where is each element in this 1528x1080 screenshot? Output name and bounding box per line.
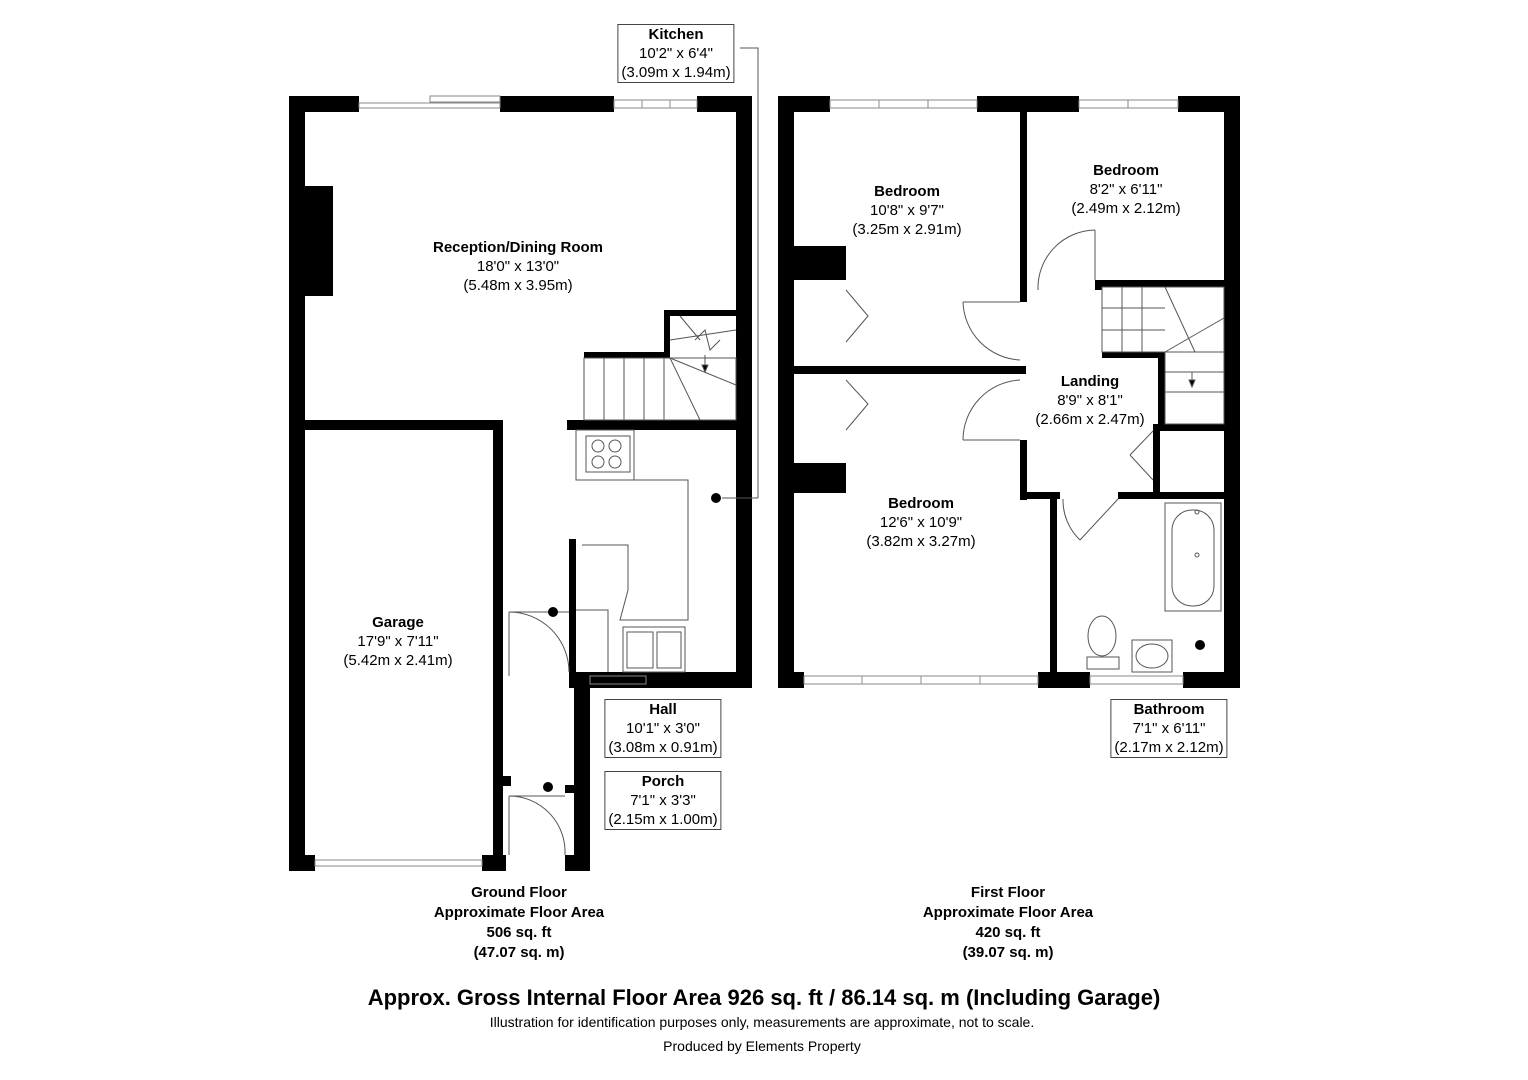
room-label-garage: Garage 17'9" x 7'11" (5.42m x 2.41m) bbox=[343, 613, 452, 670]
room-label-hall: Hall 10'1" x 3'0" (3.08m x 0.91m) bbox=[604, 699, 722, 758]
room-imperial: 7'1" x 3'3" bbox=[630, 792, 696, 809]
ground-floor-doors bbox=[508, 611, 570, 856]
room-metric: (2.15m x 1.00m) bbox=[608, 811, 718, 828]
room-metric: (3.82m x 3.27m) bbox=[866, 533, 976, 550]
room-name: Landing bbox=[1060, 373, 1120, 390]
room-imperial: 10'8" x 9'7" bbox=[870, 202, 944, 219]
room-metric: (2.66m x 2.47m) bbox=[1035, 411, 1145, 428]
first-floor-stairs bbox=[1101, 286, 1225, 425]
room-name: Bedroom bbox=[1093, 162, 1159, 179]
first-floor-summary: First Floor Approximate Floor Area 420 s… bbox=[923, 883, 1093, 963]
room-name: Hall bbox=[649, 701, 677, 718]
floor-area-sqft: 506 sq. ft bbox=[486, 924, 552, 941]
room-imperial: 17'9" x 7'11" bbox=[357, 633, 439, 650]
light-point-icon bbox=[711, 493, 721, 503]
room-metric: (5.48m x 3.95m) bbox=[463, 277, 573, 294]
room-name: Porch bbox=[641, 773, 685, 790]
room-imperial: 7'1" x 6'11" bbox=[1132, 720, 1206, 737]
room-label-bedroom-3: Bedroom 12'6" x 10'9" (3.82m x 3.27m) bbox=[866, 494, 975, 551]
light-point-icon bbox=[548, 607, 558, 617]
room-label-bathroom: Bathroom 7'1" x 6'11" (2.17m x 2.12m) bbox=[1110, 699, 1228, 758]
floor-title: Ground Floor bbox=[471, 884, 567, 901]
ground-floor-windows bbox=[314, 95, 698, 867]
room-metric: (3.25m x 2.91m) bbox=[852, 221, 962, 238]
room-imperial: 8'2" x 6'11" bbox=[1089, 181, 1163, 198]
light-point-icon bbox=[543, 782, 553, 792]
room-name: Reception/Dining Room bbox=[433, 239, 603, 256]
room-imperial: 12'6" x 10'9" bbox=[879, 514, 963, 531]
floor-subtitle: Approximate Floor Area bbox=[433, 904, 605, 921]
room-name: Garage bbox=[372, 614, 424, 631]
room-metric: (2.17m x 2.12m) bbox=[1114, 739, 1224, 756]
light-point-icon bbox=[1195, 640, 1205, 650]
room-metric: (3.09m x 1.94m) bbox=[621, 64, 731, 81]
bathroom-fittings bbox=[1086, 502, 1222, 673]
room-metric: (5.42m x 2.41m) bbox=[343, 652, 453, 669]
floor-title: First Floor bbox=[970, 884, 1046, 901]
room-name: Bedroom bbox=[874, 183, 940, 200]
gross-area-heading: Approx. Gross Internal Floor Area 926 sq… bbox=[367, 985, 1161, 1010]
floor-area-sqm: (47.07 sq. m) bbox=[473, 944, 565, 961]
room-name: Kitchen bbox=[648, 26, 704, 43]
room-label-reception: Reception/Dining Room 18'0" x 13'0" (5.4… bbox=[433, 238, 603, 295]
room-metric: (2.49m x 2.12m) bbox=[1071, 200, 1181, 217]
first-floor-doors bbox=[845, 229, 1154, 541]
first-floor-windows bbox=[803, 99, 1184, 685]
disclaimer-text: Illustration for identification purposes… bbox=[489, 1014, 1035, 1030]
kitchen-fittings bbox=[575, 429, 689, 673]
room-imperial: 18'0" x 13'0" bbox=[476, 258, 560, 275]
room-label-kitchen: Kitchen 10'2" x 6'4" (3.09m x 1.94m) bbox=[617, 24, 735, 83]
room-imperial: 8'9" x 8'1" bbox=[1057, 392, 1123, 409]
producer-credit: Produced by Elements Property bbox=[663, 1038, 861, 1054]
room-imperial: 10'2" x 6'4" bbox=[639, 45, 713, 62]
first-floor-walls bbox=[778, 96, 1240, 688]
room-name: Bathroom bbox=[1133, 701, 1205, 718]
floor-area-sqm: (39.07 sq. m) bbox=[962, 944, 1054, 961]
room-imperial: 10'1" x 3'0" bbox=[626, 720, 700, 737]
floor-subtitle: Approximate Floor Area bbox=[922, 904, 1094, 921]
room-metric: (3.08m x 0.91m) bbox=[608, 739, 718, 756]
room-label-porch: Porch 7'1" x 3'3" (2.15m x 1.00m) bbox=[604, 771, 722, 830]
floor-area-sqft: 420 sq. ft bbox=[975, 924, 1041, 941]
room-label-bedroom-2: Bedroom 8'2" x 6'11" (2.49m x 2.12m) bbox=[1071, 161, 1180, 218]
room-label-bedroom-1: Bedroom 10'8" x 9'7" (3.25m x 2.91m) bbox=[852, 182, 961, 239]
ground-stairs bbox=[583, 315, 737, 421]
room-label-landing: Landing 8'9" x 8'1" (2.66m x 2.47m) bbox=[1035, 372, 1144, 429]
ground-floor-summary: Ground Floor Approximate Floor Area 506 … bbox=[434, 883, 604, 963]
room-name: Bedroom bbox=[888, 495, 954, 512]
